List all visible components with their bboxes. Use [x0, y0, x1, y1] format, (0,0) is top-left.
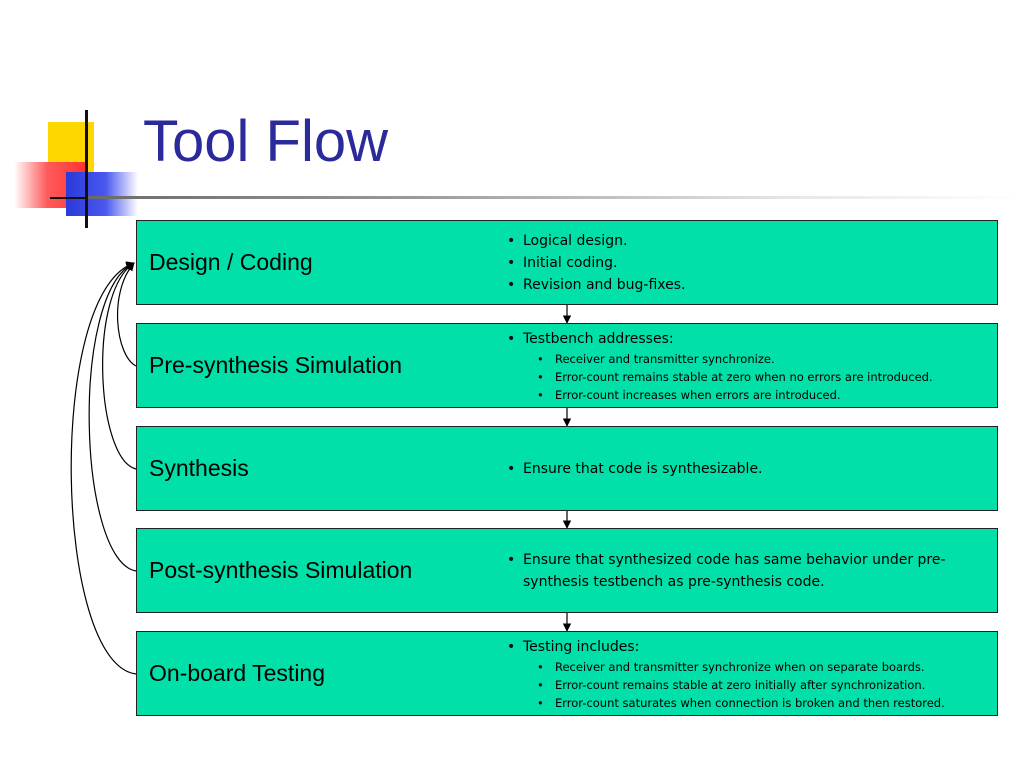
stage-notes: Testbench addresses: Receiver and transmi… — [505, 324, 987, 407]
sub-bullet-item: Error-count increases when errors are in… — [505, 386, 987, 404]
logo-blue-square — [66, 172, 138, 216]
stage-box-synthesis: Synthesis Ensure that code is synthesizab… — [136, 426, 998, 511]
stage-notes: Ensure that synthesized code has same be… — [505, 529, 987, 612]
stage-box-post-synthesis-simulation: Post-synthesis Simulation Ensure that syn… — [136, 528, 998, 613]
bullet-text: Revision and bug-fixes. — [523, 276, 686, 293]
feedback-arrow — [102, 262, 137, 470]
bullet-text: Logical design. — [523, 232, 628, 249]
bullet-item: Testing includes: — [505, 636, 987, 658]
bullet-text: Initial coding. — [523, 254, 618, 271]
feedback-arrow — [117, 262, 137, 367]
stage-notes: Testing includes: Receiver and transmitte… — [505, 632, 987, 715]
slide-logo-graphic — [0, 100, 160, 240]
logo-vertical-bar — [85, 110, 88, 228]
bullet-item: Ensure that code is synthesizable. — [505, 458, 987, 480]
sub-bullet-item: Error-count remains stable at zero initi… — [505, 676, 987, 694]
bullet-text: Testbench addresses: — [523, 330, 674, 347]
bullet-item: Testbench addresses: — [505, 328, 987, 350]
stage-box-pre-synthesis-simulation: Pre-synthesis Simulation Testbench addres… — [136, 323, 998, 408]
sub-bullet-list: Receiver and transmitter synchronize whe… — [505, 658, 987, 712]
sub-bullet-list: Receiver and transmitter synchronize.Err… — [505, 350, 987, 404]
stage-box-design-coding: Design / Coding Logical design. Initial co… — [136, 220, 998, 305]
stage-name: Synthesis — [149, 455, 249, 481]
stage-notes: Logical design. Initial coding. Revision a… — [505, 221, 987, 304]
sub-bullet-item: Receiver and transmitter synchronize. — [505, 350, 987, 368]
bullet-text: Ensure that synthesized code has same be… — [523, 551, 946, 590]
slide-title: Tool Flow — [143, 109, 388, 174]
feedback-arrow — [70, 261, 137, 675]
stage-notes: Ensure that code is synthesizable. — [505, 427, 987, 510]
sub-bullet-item: Error-count remains stable at zero when … — [505, 368, 987, 386]
title-underline — [88, 196, 1024, 199]
bullet-item: Logical design. — [505, 230, 987, 252]
stage-name: Pre-synthesis Simulation — [149, 352, 403, 378]
bullet-item: Revision and bug-fixes. — [505, 274, 987, 296]
sub-bullet-item: Error-count saturates when connection is… — [505, 694, 987, 712]
stage-box-on-board-testing: On-board Testing Testing includes: Receive… — [136, 631, 998, 716]
bullet-item: Initial coding. — [505, 252, 987, 274]
bullet-item: Ensure that synthesized code has same be… — [505, 549, 987, 593]
stage-name: On-board Testing — [149, 660, 326, 686]
feedback-arrow — [88, 262, 137, 572]
sub-bullet-item: Receiver and transmitter synchronize whe… — [505, 658, 987, 676]
bullet-text: Testing includes: — [523, 638, 640, 655]
stage-name: Post-synthesis Simulation — [149, 557, 413, 583]
bullet-text: Ensure that code is synthesizable. — [523, 460, 763, 477]
stage-name: Design / Coding — [149, 249, 313, 275]
